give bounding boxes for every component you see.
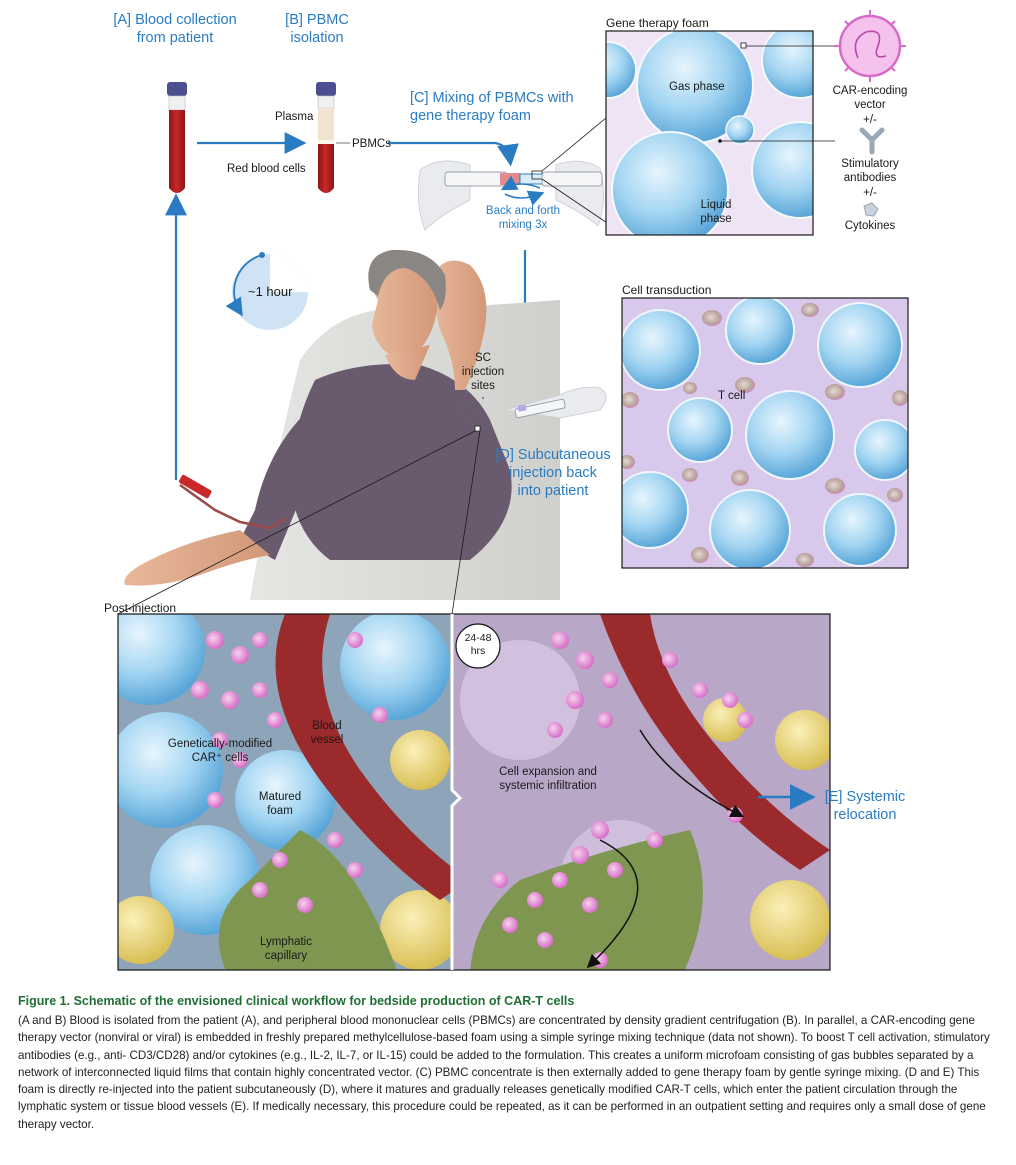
cell-transduction-title: Cell transduction	[622, 283, 712, 297]
liquid-phase-label: Liquid phase	[700, 199, 732, 225]
step-a-label: [A] Blood collection from patient	[113, 12, 237, 46]
figure-caption: Figure 1. Schematic of the envisioned cl…	[18, 993, 1002, 1133]
step-c-label: [C] Mixing of PBMCs with gene therapy fo…	[410, 90, 574, 124]
plus-minus-2: +/-	[863, 187, 877, 199]
step-d-label: [D] Subcutaneous injection back into pat…	[495, 447, 611, 499]
gene-therapy-foam-title: Gene therapy foam	[606, 16, 709, 30]
workflow-illustration	[117, 10, 909, 971]
gas-phase-label: Gas phase	[669, 81, 725, 93]
post-injection-left-panel	[118, 614, 460, 970]
arrow-b-to-c	[388, 141, 519, 167]
clock-badge	[455, 623, 501, 669]
red-blood-cells-label: Red blood cells	[227, 163, 306, 175]
pbmcs-label: PBMCs	[352, 138, 391, 150]
lymphatic-label: Lymphatic capillary	[260, 936, 312, 962]
mixing-label: Back and forth mixing 3x	[485, 205, 561, 231]
caption-title: Figure 1. Schematic of the envisioned cl…	[18, 994, 575, 1008]
sc-sites-label: SC injection sites	[461, 352, 505, 392]
syringe-mixing	[417, 160, 604, 231]
blood-vessel-label: Blood vessel	[310, 720, 344, 746]
hrs-label: 24-48 hrs	[464, 632, 492, 657]
post-injection-title: Post-injection	[104, 601, 177, 615]
gene-therapy-foam-panel	[605, 30, 835, 236]
patient-illustration	[124, 249, 607, 600]
stim-antibodies-label: Stimulatory antibodies	[841, 158, 899, 184]
post-injection-right-panel	[452, 614, 830, 970]
plus-minus-1: +/-	[863, 114, 877, 126]
expansion-label: Cell expansion and systemic infiltration	[499, 766, 597, 792]
car-vector-label: CAR-encoding vector	[832, 85, 908, 111]
time-label: ~1 hour	[248, 284, 293, 299]
step-e-label: [E] Systemic relocation	[824, 789, 906, 823]
cytokines-label: Cytokines	[844, 220, 896, 232]
car-vector-icon	[834, 10, 906, 82]
cell-transduction-panel	[621, 297, 909, 569]
time-clock-icon	[225, 252, 308, 330]
step-b-label: [B] PBMC isolation	[285, 12, 349, 46]
blood-tube	[167, 82, 187, 193]
plasma-label: Plasma	[275, 111, 314, 123]
pbmc-tube	[316, 82, 336, 193]
antibody-icon	[859, 127, 885, 155]
car-cells-label: Genetically-modified CAR⁺ cells	[167, 738, 273, 764]
t-cell-label: T cell	[718, 390, 746, 402]
matured-foam-label: Matured foam	[258, 791, 302, 817]
cytokine-icon	[863, 202, 879, 217]
caption-body: (A and B) Blood is isolated from the pat…	[18, 1014, 990, 1131]
